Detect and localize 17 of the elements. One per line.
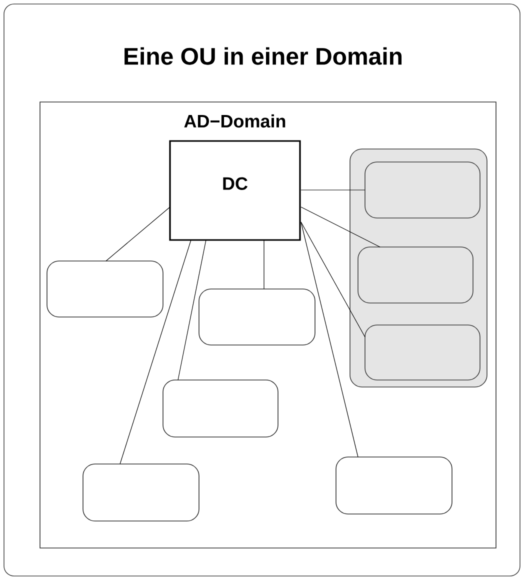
rounded-box <box>198 288 316 346</box>
rounded-box <box>162 380 278 438</box>
connector-line <box>300 206 380 248</box>
rounded-box <box>364 324 480 380</box>
connector-line <box>120 240 192 464</box>
connector-line <box>178 240 206 380</box>
title: Eine OU in einer Domain <box>124 47 402 65</box>
rounded-box <box>364 162 480 218</box>
connector-line <box>300 222 366 338</box>
domain-heading: AD−Domain <box>184 114 286 128</box>
connector-line <box>300 222 358 458</box>
rounded-box <box>336 456 452 514</box>
controller-box: DC <box>169 140 301 241</box>
rounded-box <box>358 246 474 304</box>
rounded-box <box>46 260 164 318</box>
connector-line <box>106 206 170 262</box>
rounded-box <box>82 464 200 522</box>
